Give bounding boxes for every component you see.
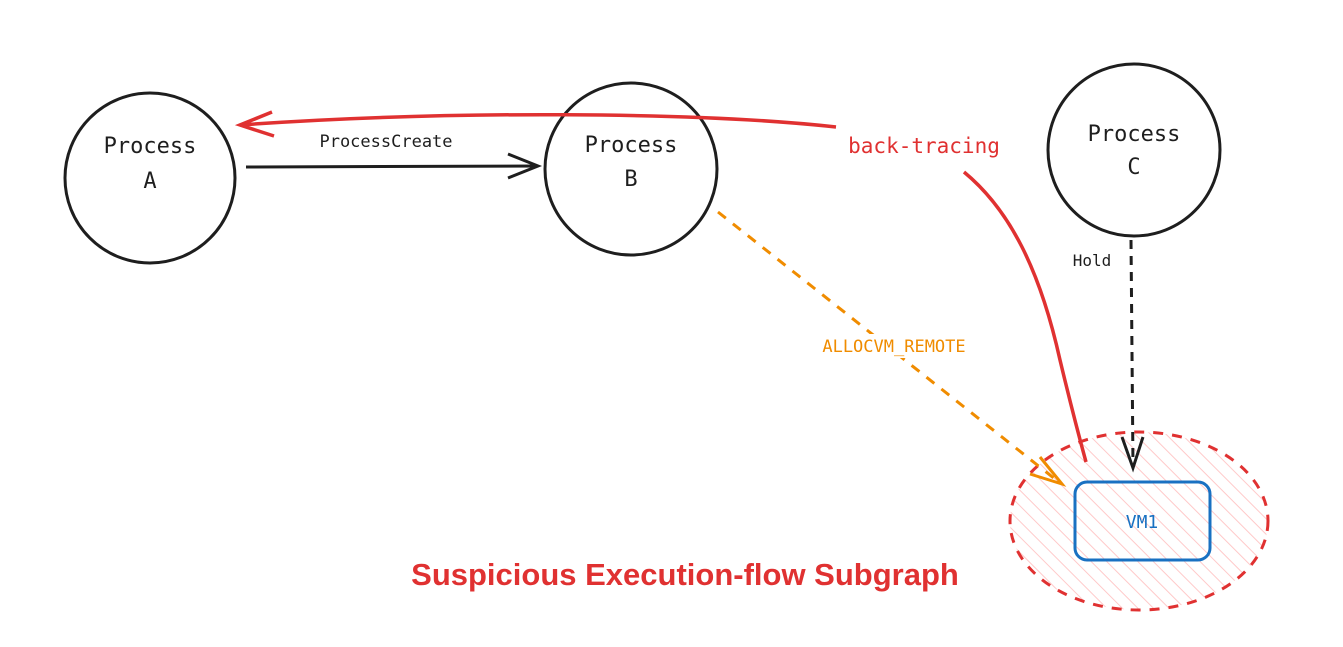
process-b-id: B <box>624 167 637 192</box>
vm1-label: VM1 <box>1126 512 1159 533</box>
process-a-label: Process <box>104 134 197 159</box>
subgraph-title: Suspicious Execution-flow Subgraph <box>411 557 959 592</box>
process-create-label: ProcessCreate <box>319 132 452 152</box>
process-create-edge: ProcessCreate <box>245 132 543 180</box>
process-b-node[interactable]: Process B <box>543 81 719 257</box>
process-c-node[interactable]: Process C <box>1046 62 1222 238</box>
hold-label: Hold <box>1073 251 1112 270</box>
back-tracing-edge: back-tracing <box>234 110 1088 463</box>
vm1-node[interactable]: VM1 <box>1073 480 1212 562</box>
process-c-label: Process <box>1088 122 1181 147</box>
hold-edge: Hold <box>1073 239 1145 473</box>
process-a-node[interactable]: Process A <box>63 91 237 265</box>
subgraph-region <box>1008 430 1270 612</box>
process-c-id: C <box>1127 155 1140 180</box>
allocvm-remote-edge: ALLOCVM_REMOTE <box>717 210 1067 487</box>
allocvm-remote-label: ALLOCVM_REMOTE <box>822 337 965 357</box>
back-tracing-label: back-tracing <box>848 134 1000 158</box>
process-b-label: Process <box>585 133 678 158</box>
process-a-id: A <box>143 169 156 194</box>
